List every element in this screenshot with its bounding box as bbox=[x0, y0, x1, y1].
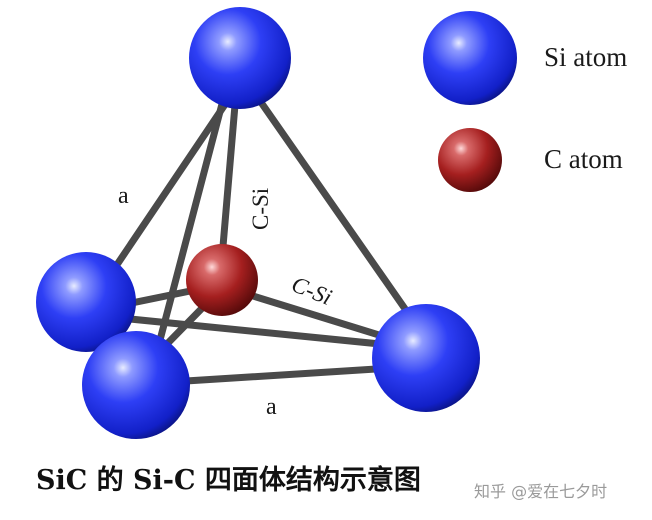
bond-top-right bbox=[254, 94, 414, 320]
bond-front-right bbox=[166, 364, 396, 386]
watermark: 知乎 @爱在七夕时 bbox=[474, 482, 608, 501]
bond-label-csi-vertical: C-Si bbox=[248, 188, 273, 230]
bonds bbox=[91, 94, 414, 386]
edge-label-a-bottom: a bbox=[266, 394, 277, 420]
bond-c-right bbox=[236, 288, 399, 344]
figure-caption: SiC 的 Si-C 四面体结构示意图 bbox=[36, 465, 421, 496]
legend-c-label: C atom bbox=[544, 144, 623, 174]
legend-c-swatch bbox=[438, 128, 502, 192]
bond-top-left bbox=[104, 96, 232, 282]
bond-label-csi-diagonal: C-Si bbox=[288, 271, 335, 309]
si-atom-right bbox=[372, 304, 480, 412]
si-atom-left bbox=[36, 252, 136, 352]
c-atom-center bbox=[186, 244, 258, 316]
edge-label-a-left: a bbox=[118, 183, 129, 209]
legend-si-swatch bbox=[423, 11, 517, 105]
legend: Si atom C atom bbox=[423, 11, 627, 192]
si-atom-top bbox=[189, 7, 291, 109]
bond-top-c bbox=[218, 101, 239, 262]
bond-left-right bbox=[116, 314, 394, 349]
si-atom-front bbox=[82, 331, 190, 439]
bond-top-front bbox=[156, 100, 226, 344]
legend-si-label: Si atom bbox=[544, 42, 627, 72]
atoms bbox=[36, 7, 480, 439]
